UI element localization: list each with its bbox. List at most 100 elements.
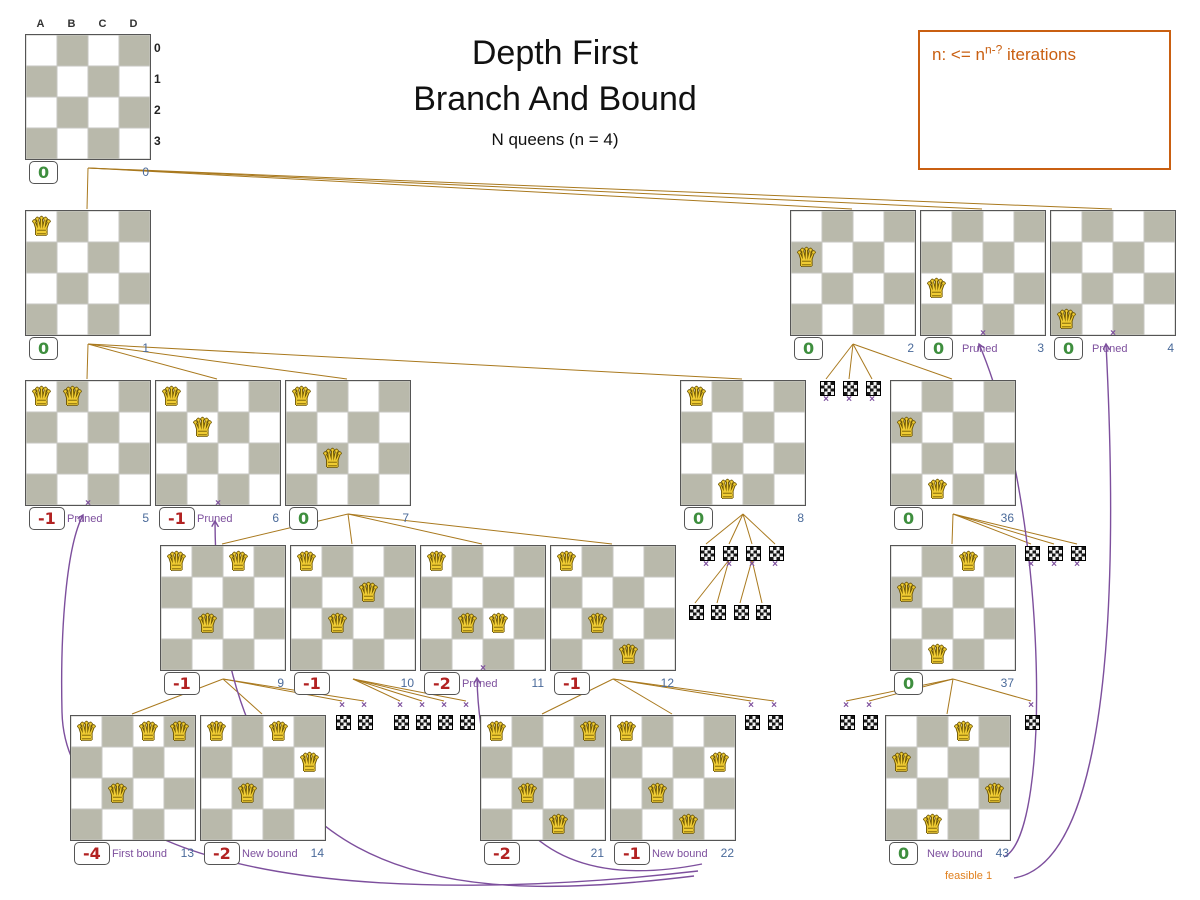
pruned-label: Pruned (962, 343, 998, 355)
board-cell (712, 381, 743, 412)
board-cell (642, 809, 673, 840)
pruned-subtree-icon (1025, 546, 1040, 561)
queen-icon: ♛ (160, 383, 183, 411)
board-cell (1144, 304, 1175, 335)
queen-icon: ♛ (295, 548, 318, 576)
board-cell (953, 474, 984, 505)
score-badge: 0 (1054, 337, 1084, 360)
board-cell (984, 608, 1015, 639)
board-cell (164, 747, 195, 778)
score-badge: 0 (29, 161, 59, 184)
board-cell (774, 381, 805, 412)
board-cell (822, 242, 853, 273)
board-cell (102, 778, 133, 809)
queen-icon: ♛ (456, 610, 479, 638)
board-cell (384, 577, 415, 608)
board-cell (71, 716, 102, 747)
board-cell (582, 546, 613, 577)
board-cell (917, 747, 948, 778)
board-cell (952, 304, 983, 335)
board-cell (317, 381, 348, 412)
board-cell (551, 639, 582, 670)
chessboard-node-8: ♛♛ (680, 380, 806, 506)
board-cell (164, 716, 195, 747)
board-cell (574, 809, 605, 840)
board-cell (322, 608, 353, 639)
board-cell (421, 639, 452, 670)
chessboard-node-22: ♛♛♛♛ (610, 715, 736, 841)
board-cell (353, 639, 384, 670)
board-cell (481, 809, 512, 840)
board-cell (119, 443, 150, 474)
board-cell (891, 443, 922, 474)
title-line-1: Depth First (471, 34, 639, 72)
column-label: A (36, 18, 45, 30)
board-cell (1014, 304, 1045, 335)
board-cell (891, 474, 922, 505)
board-cell (348, 443, 379, 474)
board-cell (57, 304, 88, 335)
board-cell (71, 747, 102, 778)
score-badge: 0 (889, 842, 919, 865)
board-cell (317, 474, 348, 505)
board-cell (917, 716, 948, 747)
board-cell (218, 443, 249, 474)
board-cell (891, 546, 922, 577)
board-cell (884, 242, 915, 273)
board-cell (57, 35, 88, 66)
node-index: 7 (402, 511, 409, 525)
board-cell (611, 716, 642, 747)
board-cell (642, 747, 673, 778)
board-cell (483, 546, 514, 577)
board-cell (1014, 242, 1045, 273)
board-cell (922, 381, 953, 412)
pruned-label: Pruned (67, 513, 103, 525)
pruned-label: Pruned (1092, 343, 1128, 355)
board-cell (512, 809, 543, 840)
chessboard-node-21: ♛♛♛♛ (480, 715, 606, 841)
chessboard-node-2: ♛ (790, 210, 916, 336)
queen-icon: ♛ (487, 610, 510, 638)
pruned-x-mark: × (843, 700, 849, 711)
board-cell (551, 608, 582, 639)
board-cell (1082, 242, 1113, 273)
queen-icon: ♛ (925, 275, 948, 303)
board-cell (88, 304, 119, 335)
node-index: 8 (797, 511, 804, 525)
board-cell (543, 716, 574, 747)
queen-icon: ♛ (425, 548, 448, 576)
board-cell (254, 546, 285, 577)
board-cell (1144, 242, 1175, 273)
board-cell (512, 716, 543, 747)
board-cell (681, 381, 712, 412)
board-cell (543, 778, 574, 809)
pruned-subtree-icon (863, 715, 878, 730)
pruned-x-mark: × (1110, 328, 1116, 339)
pruned-subtree-icon (820, 381, 835, 396)
bound-label: New bound (242, 848, 298, 860)
note-prefix: n: <= n (932, 44, 985, 64)
score-badge: 0 (894, 507, 924, 530)
board-cell (514, 546, 545, 577)
board-cell (953, 381, 984, 412)
board-cell (71, 809, 102, 840)
board-cell (886, 716, 917, 747)
board-cell (57, 273, 88, 304)
board-cell (582, 608, 613, 639)
node-index: 36 (1000, 511, 1014, 525)
chessboard-node-6: ♛♛ (155, 380, 281, 506)
queen-icon: ♛ (75, 718, 98, 746)
board-cell (681, 474, 712, 505)
queen-icon: ♛ (61, 383, 84, 411)
board-cell (452, 577, 483, 608)
node-index: 13 (180, 846, 194, 860)
board-cell (1082, 304, 1113, 335)
board-cell (551, 546, 582, 577)
board-cell (322, 577, 353, 608)
board-cell (353, 577, 384, 608)
node-index: 10 (400, 676, 414, 690)
pruned-label: Pruned (197, 513, 233, 525)
queen-icon: ♛ (795, 244, 818, 272)
board-cell (984, 577, 1015, 608)
board-cell (102, 716, 133, 747)
